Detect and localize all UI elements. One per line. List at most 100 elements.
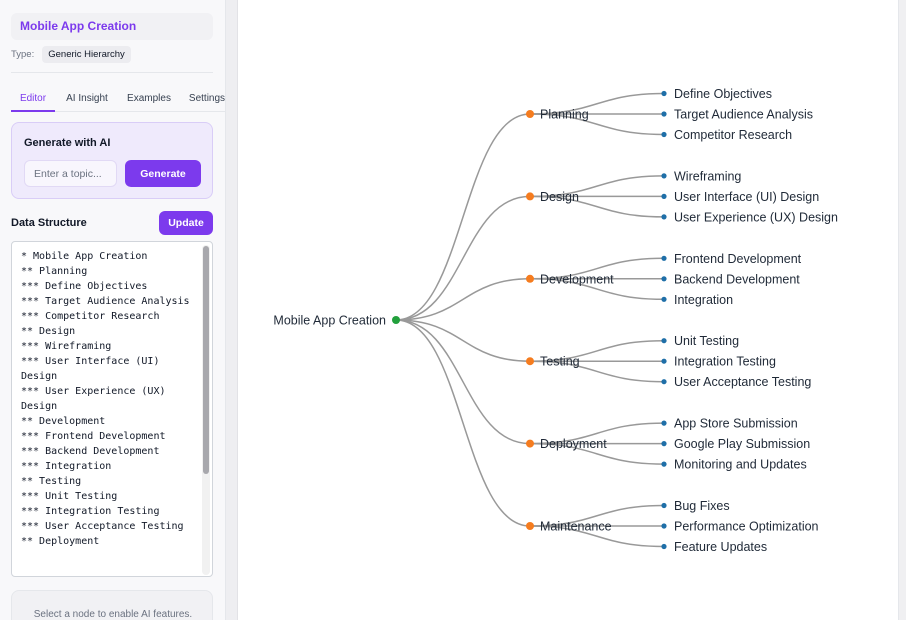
leaf-node[interactable]: App Store Submission (661, 417, 798, 431)
leaf-dot[interactable] (661, 461, 667, 467)
branch-node[interactable]: Deployment (526, 437, 607, 451)
root-dot[interactable] (392, 316, 400, 324)
leaf-dot[interactable] (661, 111, 667, 117)
branch-dot[interactable] (526, 439, 534, 448)
leaf-node[interactable]: User Acceptance Testing (661, 375, 811, 389)
leaf-label[interactable]: App Store Submission (674, 417, 798, 431)
branch-node[interactable]: Planning (526, 108, 589, 122)
leaf-label[interactable]: Target Audience Analysis (674, 108, 813, 122)
type-row: Type: Generic Hierarchy (11, 45, 131, 63)
scrollbar-thumb[interactable] (203, 246, 209, 474)
branch-node[interactable]: Testing (526, 355, 580, 369)
leaf-node[interactable]: Integration (661, 293, 733, 307)
link-root-branch (395, 278, 531, 321)
link-branch-leaf (529, 360, 665, 383)
leaf-node[interactable]: Target Audience Analysis (661, 108, 813, 122)
leaf-dot[interactable] (661, 255, 667, 261)
scrollbar[interactable] (202, 245, 210, 575)
leaf-label[interactable]: Feature Updates (674, 540, 767, 554)
generate-card: Generate with AI Generate (11, 122, 213, 199)
leaf-label[interactable]: Competitor Research (674, 128, 792, 142)
leaf-label[interactable]: Bug Fixes (674, 499, 730, 513)
leaf-label[interactable]: Performance Optimization (674, 520, 819, 534)
leaf-dot[interactable] (661, 131, 667, 138)
link-branch-leaf (529, 278, 665, 301)
branch-dot[interactable] (526, 274, 534, 283)
leaf-node[interactable]: Feature Updates (661, 540, 767, 554)
leaf-label[interactable]: User Experience (UX) Design (674, 210, 838, 224)
leaf-dot[interactable] (661, 379, 667, 385)
tab-editor[interactable]: Editor (11, 86, 55, 112)
leaf-dot[interactable] (661, 276, 667, 282)
branch-node[interactable]: Design (526, 190, 579, 204)
panel-resize-handle[interactable] (226, 0, 238, 620)
leaf-dot[interactable] (661, 173, 667, 179)
map-title[interactable]: Mobile App Creation (11, 13, 213, 40)
leaf-node[interactable]: Integration Testing (661, 355, 776, 369)
leaf-node[interactable]: Wireframing (661, 169, 741, 183)
leaf-node[interactable]: Competitor Research (661, 128, 792, 142)
leaf-label[interactable]: Monitoring and Updates (674, 458, 807, 472)
root-label[interactable]: Mobile App Creation (273, 314, 386, 328)
leaf-dot[interactable] (661, 90, 667, 97)
update-button[interactable]: Update (159, 211, 213, 235)
branch-dot[interactable] (526, 357, 534, 366)
leaf-dot[interactable] (661, 502, 667, 509)
leaf-label[interactable]: Frontend Development (674, 252, 802, 266)
leaf-node[interactable]: Google Play Submission (661, 437, 810, 451)
leaf-label[interactable]: Unit Testing (674, 334, 739, 348)
data-structure-content[interactable]: * Mobile App Creation** Planning*** Defi… (21, 249, 201, 549)
leaf-label[interactable]: Integration (674, 293, 733, 307)
branch-label[interactable]: Maintenance (540, 520, 612, 534)
link-branch-leaf (529, 113, 665, 136)
leaf-node[interactable]: User Experience (UX) Design (661, 210, 838, 224)
branch-node[interactable]: Development (526, 272, 614, 286)
leaf-label[interactable]: Define Objectives (674, 87, 772, 101)
leaf-dot[interactable] (661, 296, 667, 302)
data-structure-textarea[interactable]: * Mobile App Creation** Planning*** Defi… (11, 241, 213, 577)
leaf-dot[interactable] (661, 193, 667, 199)
leaf-dot[interactable] (661, 214, 667, 220)
leaf-label[interactable]: User Interface (UI) Design (674, 190, 819, 204)
branch-label[interactable]: Planning (540, 108, 589, 122)
link-root-branch (395, 113, 531, 321)
branch-dot[interactable] (526, 110, 534, 118)
leaf-dot[interactable] (661, 358, 667, 364)
leaf-label[interactable]: Integration Testing (674, 355, 776, 369)
leaf-node[interactable]: Define Objectives (661, 87, 772, 101)
tab-examples[interactable]: Examples (127, 93, 171, 104)
root-node[interactable]: Mobile App Creation (273, 314, 400, 328)
leaf-label[interactable]: User Acceptance Testing (674, 375, 811, 389)
leaf-node[interactable]: Frontend Development (661, 252, 802, 266)
leaf-node[interactable]: User Interface (UI) Design (661, 190, 819, 204)
branch-dot[interactable] (526, 192, 534, 201)
branch-node[interactable]: Maintenance (526, 520, 612, 534)
leaf-node[interactable]: Performance Optimization (661, 520, 819, 534)
tab-ai-insight[interactable]: AI Insight (66, 93, 108, 104)
links (395, 92, 665, 548)
leaf-label[interactable]: Wireframing (674, 169, 741, 183)
branch-label[interactable]: Design (540, 190, 579, 204)
leaf-dot[interactable] (661, 338, 667, 344)
leaf-dot[interactable] (661, 420, 667, 426)
leaf-dot[interactable] (661, 543, 667, 550)
branch-label[interactable]: Development (540, 272, 614, 286)
leaf-node[interactable]: Bug Fixes (661, 499, 730, 513)
branch-label[interactable]: Deployment (540, 437, 607, 451)
data-structure-line: * Mobile App Creation (21, 251, 148, 262)
generate-button[interactable]: Generate (125, 160, 201, 187)
leaf-node[interactable]: Backend Development (661, 272, 800, 286)
topic-input[interactable] (24, 160, 117, 187)
leaf-dot[interactable] (661, 441, 667, 447)
leaf-label[interactable]: Google Play Submission (674, 437, 810, 451)
leaf-dot[interactable] (661, 523, 667, 529)
leaf-node[interactable]: Unit Testing (661, 334, 739, 348)
leaf-label[interactable]: Backend Development (674, 272, 800, 286)
leaf-node[interactable]: Monitoring and Updates (661, 458, 807, 472)
branch-dot[interactable] (526, 522, 534, 530)
branch-label[interactable]: Testing (540, 355, 580, 369)
tab-settings[interactable]: Settings (188, 93, 226, 104)
type-select[interactable]: Generic Hierarchy (42, 45, 131, 63)
